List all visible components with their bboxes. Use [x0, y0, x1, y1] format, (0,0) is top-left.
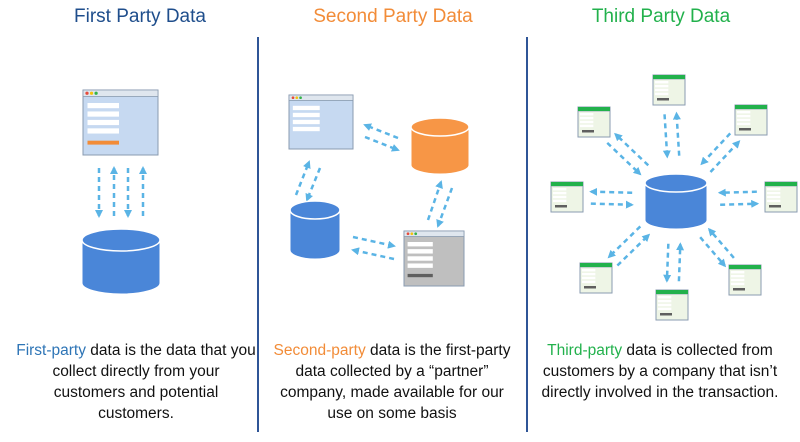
- dashed-arrow-icon: [663, 243, 672, 283]
- dashed-arrow-icon: [672, 111, 681, 156]
- browser-window-icon: [82, 89, 159, 156]
- dashed-arrow-icon: [676, 242, 685, 282]
- second-party-caption: Second-party data is the first-party dat…: [272, 340, 512, 424]
- second-party-highlight: Second-party: [273, 342, 366, 359]
- window-footer-bar: [657, 98, 669, 101]
- browser-window-icon: [288, 94, 354, 150]
- dashed-arrow-icon: [294, 160, 311, 196]
- database-icon: [289, 200, 341, 260]
- dashed-arrow-icon: [616, 233, 651, 267]
- dashed-arrow-icon: [426, 180, 443, 221]
- dashed-arrow-icon: [699, 236, 727, 268]
- dashed-arrow-icon: [606, 141, 642, 176]
- dashed-arrow-icon: [352, 235, 396, 249]
- first-party-title: First Party Data: [74, 6, 206, 27]
- dashed-arrow-icon: [590, 200, 634, 209]
- first-party-caption: First-party data is the data that you co…: [16, 340, 256, 424]
- database-icon: [644, 173, 708, 230]
- dashed-arrow-icon: [709, 140, 741, 173]
- window-title-bar: [656, 290, 688, 294]
- dashed-arrow-icon: [717, 188, 757, 197]
- window-title-bar: [551, 182, 583, 186]
- window-title-bar: [578, 107, 610, 111]
- database-icon: [410, 117, 470, 175]
- dashed-arrow-icon: [305, 167, 322, 202]
- dashed-arrow-icon: [607, 225, 642, 259]
- window-footer-bar: [769, 205, 781, 208]
- third-party-caption-text: data is collected from customers by a co…: [541, 342, 779, 401]
- dashed-arrow-icon: [707, 227, 735, 259]
- window-title-bar: [653, 75, 685, 79]
- window-title-bar: [729, 265, 761, 269]
- dashed-arrow-icon: [363, 123, 399, 140]
- dashed-arrow-icon: [700, 132, 732, 166]
- window-footer-bar: [584, 286, 596, 289]
- window-footer-bar: [733, 288, 745, 291]
- database-icon: [81, 228, 161, 295]
- window-footer-bar: [582, 130, 594, 133]
- window-footer-bar: [555, 205, 567, 208]
- dashed-arrow-icon: [589, 187, 633, 196]
- dashed-arrow-icon: [662, 114, 671, 159]
- window-footer-bar: [660, 313, 672, 316]
- window-title-bar: [580, 263, 612, 267]
- third-party-highlight: Third-party: [547, 342, 623, 359]
- dashed-arrow-icon: [720, 199, 760, 208]
- dashed-arrow-icon: [614, 132, 650, 167]
- dashed-arrow-icon: [351, 247, 395, 261]
- third-party-title: Third Party Data: [591, 6, 731, 27]
- window-footer-bar: [739, 128, 751, 131]
- browser-window-icon: [403, 230, 465, 287]
- first-party-caption-text: data is the data that you collect direct…: [52, 342, 256, 422]
- window-title-bar: [765, 182, 797, 186]
- first-party-highlight: First-party: [16, 342, 86, 359]
- window-title-bar: [735, 105, 767, 109]
- third-party-caption: Third-party data is collected from custo…: [540, 340, 780, 403]
- second-party-title: Second Party Data: [313, 6, 473, 27]
- dashed-arrow-icon: [364, 135, 400, 152]
- second-party-caption-text: data is the first-party data collected b…: [280, 342, 511, 422]
- dashed-arrow-icon: [436, 187, 454, 228]
